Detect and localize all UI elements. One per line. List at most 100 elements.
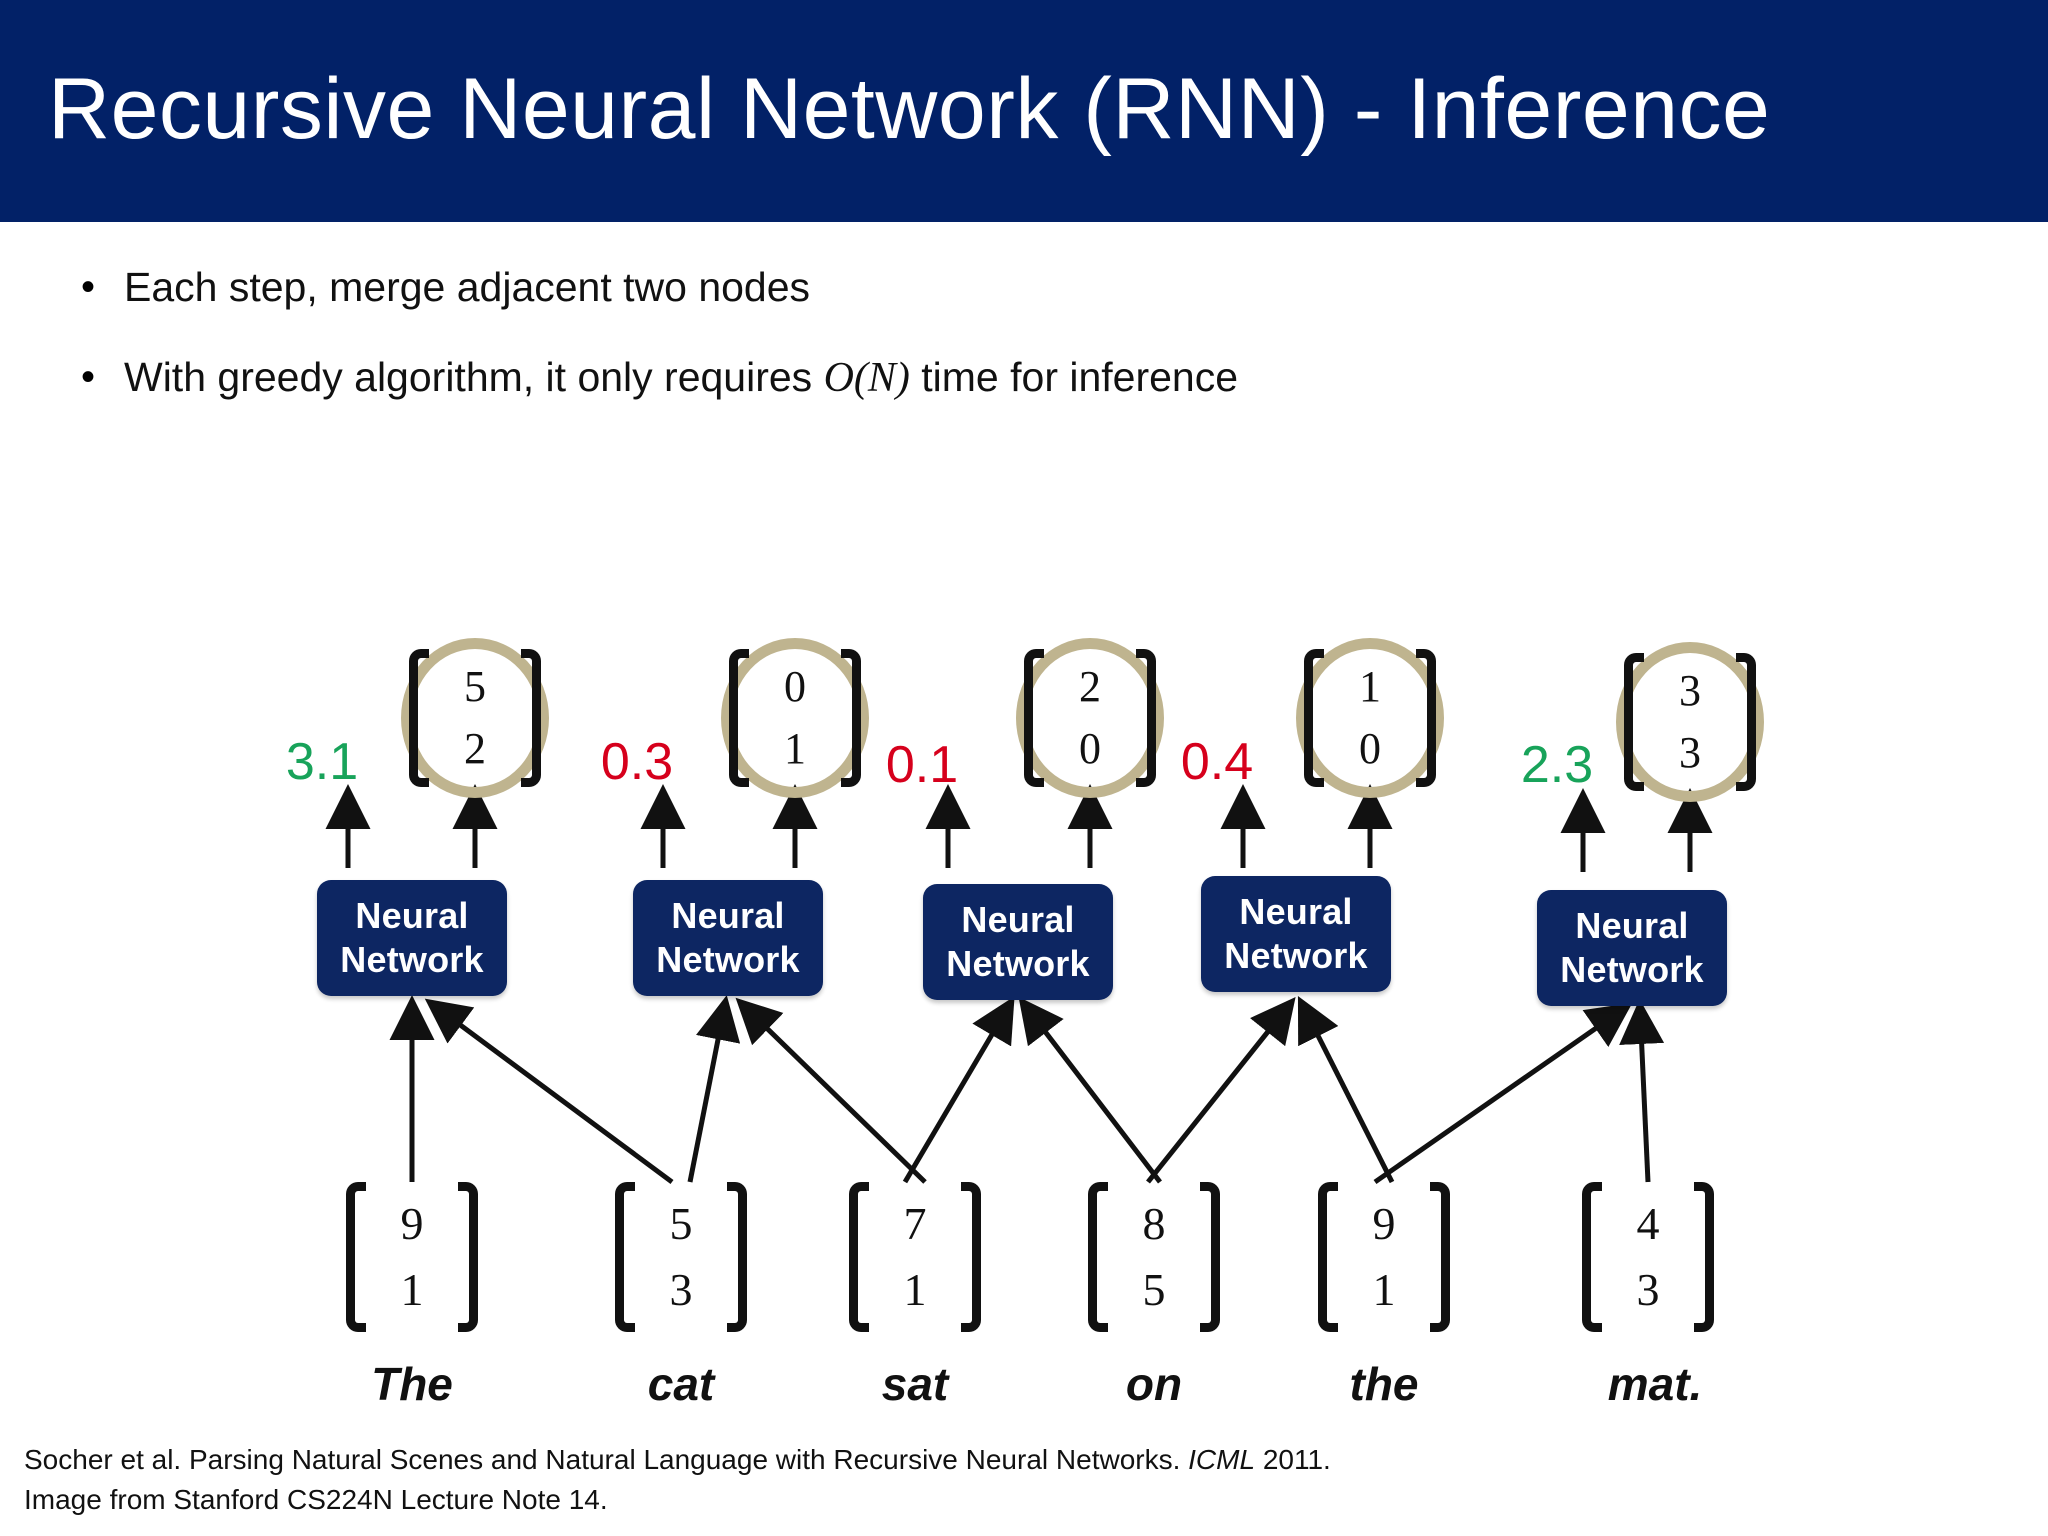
word-label-6: mat.	[1607, 1358, 1703, 1410]
candidate-vector-5: 3 3	[1624, 653, 1756, 791]
neural-network-box-4[interactable]: Neural Network	[1201, 876, 1391, 992]
candidate-vector-3-v1: 0	[1079, 724, 1101, 773]
candidate-circle-1	[401, 638, 549, 798]
score-label-3: 0.1	[885, 736, 959, 794]
candidate-vector-1: 5 2	[409, 649, 541, 787]
score-label-2: 0.3	[600, 733, 674, 791]
input-arrow-4a	[1146, 996, 1296, 1184]
word-vector-1: 9 1	[346, 1182, 478, 1332]
input-arrow-3a	[902, 996, 1015, 1184]
bullet-text-1: Each step, merge adjacent two nodes	[124, 264, 811, 310]
bracket-left-icon	[1582, 1182, 1602, 1332]
bracket-left-icon	[1024, 649, 1044, 787]
input-arrow-2a	[687, 995, 741, 1183]
candidate-vector-5-v1: 3	[1679, 728, 1701, 777]
bracket-right-icon	[1416, 649, 1436, 787]
score-label-1: 3.1	[285, 733, 359, 791]
nn-box-2-line2: Network	[656, 939, 800, 980]
nn-box-5-line1: Neural	[1575, 905, 1689, 946]
neural-network-box-3[interactable]: Neural Network	[923, 884, 1113, 1000]
word-vector-4-v1: 5	[1142, 1264, 1166, 1315]
bracket-left-icon	[1088, 1182, 1108, 1332]
citation-venue: ICML	[1188, 1444, 1256, 1475]
candidate-vector-4-v1: 0	[1359, 724, 1381, 773]
neural-network-box-2[interactable]: Neural Network	[633, 880, 823, 996]
word-label-1: The	[371, 1358, 453, 1410]
bullet-marker-icon: •	[80, 265, 95, 309]
bullet-item-2: • With greedy algorithm, it only require…	[52, 348, 1852, 407]
word-vector-6-v1: 3	[1636, 1264, 1660, 1315]
candidate-circle-2	[721, 638, 869, 798]
bracket-right-icon	[521, 649, 541, 787]
bracket-left-icon	[409, 649, 429, 787]
citation-line-2: Image from Stanford CS224N Lecture Note …	[24, 1484, 608, 1515]
input-arrow-5b	[1619, 999, 1665, 1183]
word-label-4: on	[1125, 1358, 1183, 1410]
nn-box-1-line2: Network	[340, 939, 484, 980]
candidate-vector-1-v1: 2	[464, 724, 486, 773]
word-label-2: cat	[647, 1358, 715, 1410]
bracket-left-icon	[1318, 1182, 1338, 1332]
candidate-vector-3-v0: 2	[1079, 662, 1101, 711]
word-vector-3: 7 1	[849, 1182, 981, 1332]
nn-box-4-line2: Network	[1224, 935, 1368, 976]
bullet-marker-icon: •	[80, 355, 95, 399]
nn-box-1-line1: Neural	[355, 895, 469, 936]
input-arrow-1b	[424, 998, 674, 1185]
candidate-vector-2-v1: 1	[784, 724, 806, 773]
bracket-left-icon	[1624, 653, 1644, 791]
input-arrow-2b	[735, 997, 927, 1184]
word-vector-5-v0: 9	[1372, 1198, 1396, 1249]
bracket-left-icon	[1304, 649, 1324, 787]
nn-box-2-line1: Neural	[671, 895, 785, 936]
candidate-vector-1-v0: 5	[464, 662, 486, 711]
nn-box-5-line2: Network	[1560, 949, 1704, 990]
bullet-item-1: • Each step, merge adjacent two nodes	[52, 258, 1852, 316]
word-vector-6: 4 3	[1582, 1182, 1714, 1332]
page-title: Recursive Neural Network (RNN) - Inferen…	[48, 61, 1771, 157]
bracket-right-icon	[1200, 1182, 1220, 1332]
word-vector-1-v0: 9	[400, 1198, 424, 1249]
bullet-text-2-math: O(N)	[823, 355, 910, 401]
word-vector-2-v0: 5	[669, 1198, 693, 1249]
candidate-vector-4-v0: 1	[1359, 662, 1381, 711]
candidate-vector-3: 2 0	[1024, 649, 1156, 787]
input-arrow-4b	[1297, 995, 1395, 1184]
word-vector-2: 5 3	[615, 1182, 747, 1332]
bracket-right-icon	[1736, 653, 1756, 791]
bracket-right-icon	[1136, 649, 1156, 787]
bracket-right-icon	[1430, 1182, 1450, 1332]
neural-network-box-5[interactable]: Neural Network	[1537, 890, 1727, 1006]
bracket-left-icon	[849, 1182, 869, 1332]
bracket-right-icon	[961, 1182, 981, 1332]
word-vector-1-v1: 1	[400, 1264, 424, 1315]
bracket-right-icon	[1694, 1182, 1714, 1332]
candidate-circle-5	[1616, 642, 1764, 802]
score-label-4: 0.4	[1180, 733, 1254, 791]
citation-footnote: Socher et al. Parsing Natural Scenes and…	[24, 1440, 1331, 1520]
word-vector-3-v0: 7	[903, 1198, 927, 1249]
candidate-circle-3	[1016, 638, 1164, 798]
neural-network-box-1[interactable]: Neural Network	[317, 880, 507, 996]
bracket-right-icon	[458, 1182, 478, 1332]
candidate-vector-4: 1 0	[1304, 649, 1436, 787]
bullet-list: • Each step, merge adjacent two nodes • …	[52, 258, 1852, 439]
word-vector-5-v1: 1	[1372, 1264, 1396, 1315]
citation-line-1: Socher et al. Parsing Natural Scenes and…	[24, 1440, 1331, 1480]
title-bar: Recursive Neural Network (RNN) - Inferen…	[0, 0, 2048, 222]
word-vector-5: 9 1	[1318, 1182, 1450, 1332]
citation-line-1-before: Socher et al. Parsing Natural Scenes and…	[24, 1444, 1189, 1475]
word-vector-4-v0: 8	[1142, 1198, 1166, 1249]
bullet-text-2-before: With greedy algorithm, it only requires	[124, 354, 824, 400]
nn-box-3-line1: Neural	[961, 899, 1075, 940]
bullet-text-2: With greedy algorithm, it only requires …	[124, 348, 1238, 407]
bullet-text-2-after: time for inference	[909, 354, 1239, 400]
score-label-5: 2.3	[1520, 736, 1594, 794]
bracket-right-icon	[841, 649, 861, 787]
nn-box-4-line1: Neural	[1239, 891, 1353, 932]
input-arrow-5a	[1373, 1002, 1633, 1185]
bracket-right-icon	[727, 1182, 747, 1332]
